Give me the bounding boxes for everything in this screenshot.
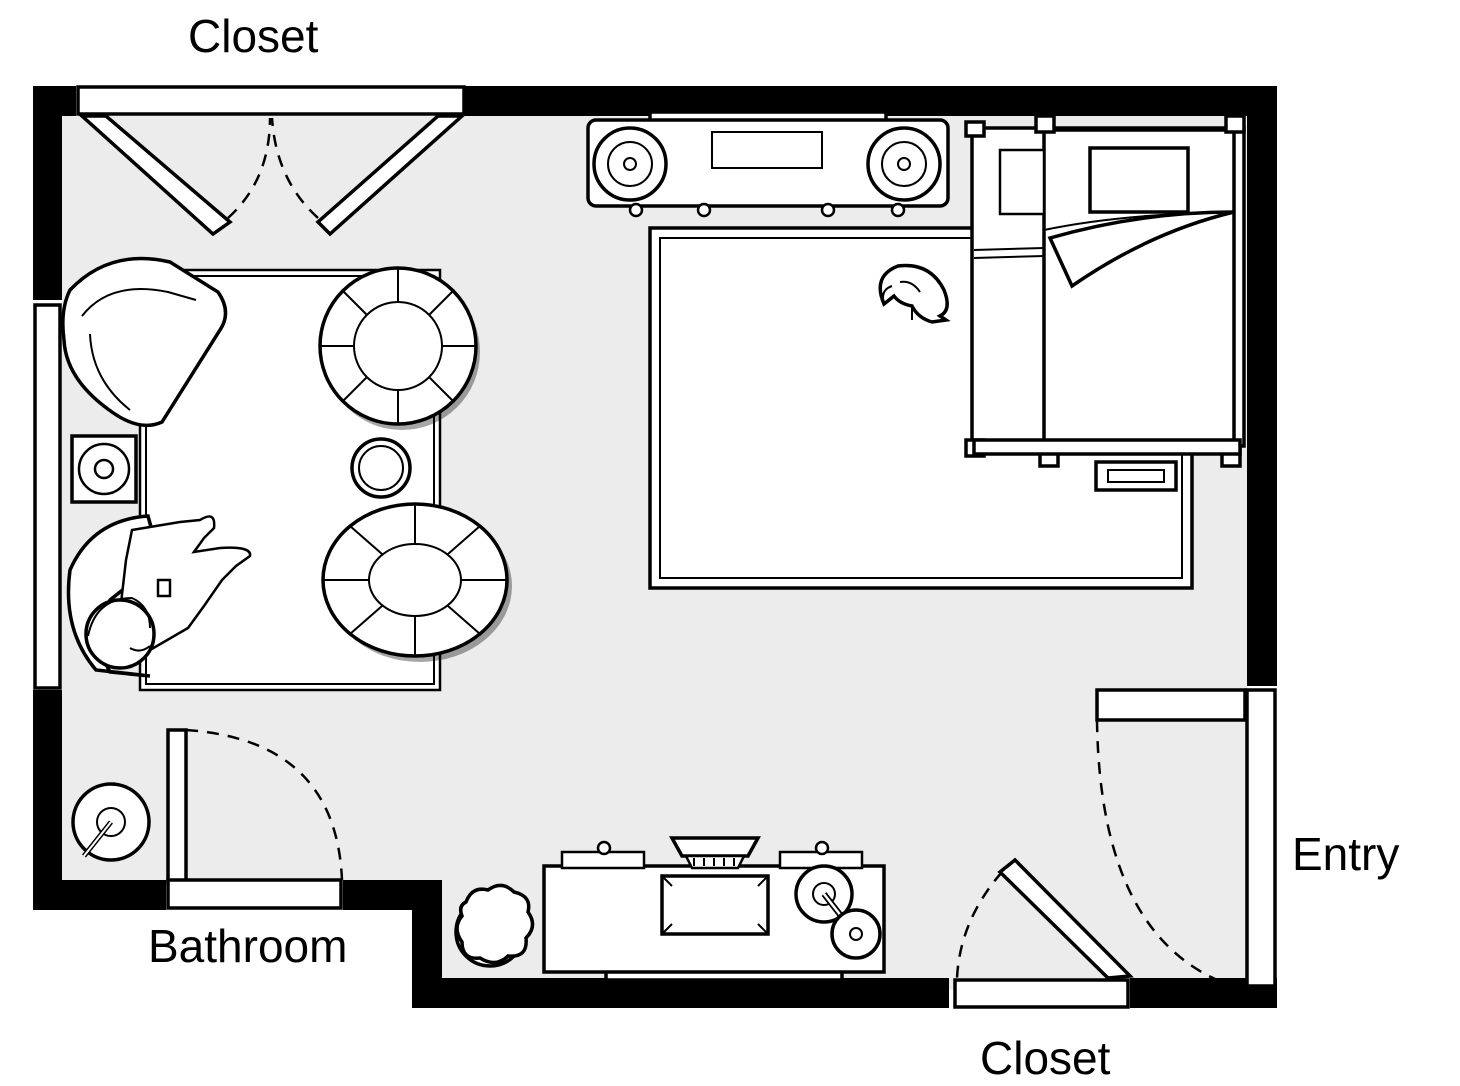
bathroom-label: Bathroom bbox=[148, 920, 347, 972]
bathroom-door[interactable] bbox=[166, 728, 344, 910]
speaker-icon bbox=[70, 434, 138, 504]
desk-lamp-icon bbox=[794, 864, 882, 960]
walls bbox=[33, 86, 1277, 1008]
pouf-icon bbox=[318, 266, 480, 430]
left-window bbox=[33, 303, 62, 690]
closet-bottom-door[interactable] bbox=[953, 857, 1134, 1009]
closet-top-doors[interactable] bbox=[77, 114, 467, 237]
entry-door[interactable] bbox=[1095, 688, 1247, 992]
closet-top-track bbox=[76, 85, 466, 116]
person-icon bbox=[66, 514, 252, 678]
closet-bottom-label: Closet bbox=[980, 1032, 1111, 1084]
closet-top-label: Closet bbox=[188, 10, 319, 62]
tv-console-icon bbox=[586, 110, 950, 218]
floor-lamp-icon bbox=[71, 782, 151, 862]
plant-icon bbox=[454, 883, 535, 968]
cat-icon bbox=[878, 263, 951, 324]
armchair-icon bbox=[61, 256, 228, 428]
pouf-icon-2 bbox=[321, 502, 512, 662]
bunk-bed-icon bbox=[964, 114, 1246, 492]
side-table-icon bbox=[350, 437, 412, 499]
laptop-icon bbox=[669, 836, 761, 870]
entry-door-frame bbox=[1245, 688, 1277, 988]
entry-label: Entry bbox=[1292, 828, 1399, 880]
